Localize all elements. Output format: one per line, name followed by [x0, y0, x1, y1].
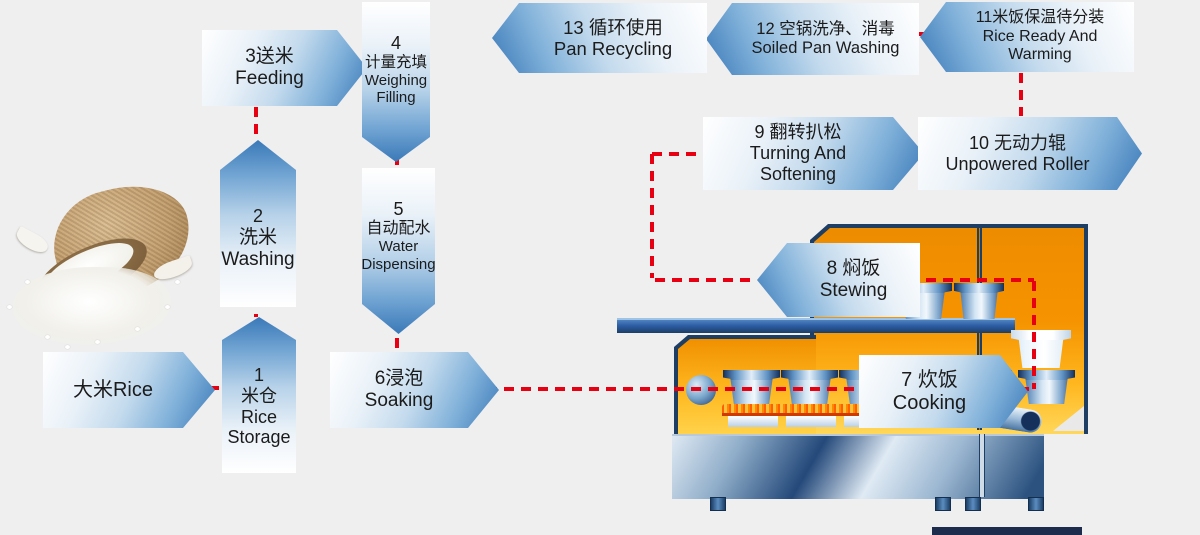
burner-flames	[722, 404, 861, 414]
rice-grain	[65, 345, 70, 349]
step-7-cooking: 7 炊饭 Cooking	[859, 355, 1028, 428]
pot-stand	[786, 416, 836, 427]
pot-stand	[728, 416, 778, 427]
sack-tie-left	[13, 225, 51, 257]
machine-foot	[710, 497, 726, 511]
machine-foot	[1028, 497, 1044, 511]
rice-bag-image	[5, 172, 202, 350]
step-3-feeding: 3送米 Feeding	[202, 30, 367, 106]
rice-grain	[95, 340, 100, 344]
rice-spill-pile	[13, 267, 171, 345]
connector-stewing-left	[655, 278, 753, 282]
step-2-washing: 2 洗米 Washing	[220, 140, 296, 307]
rice-grain	[165, 305, 170, 309]
step-8-stewing: 8 焖饭 Stewing	[757, 243, 920, 317]
machine-foot	[935, 497, 951, 511]
rice-source-label: 大米Rice	[43, 352, 215, 428]
step-9-turning-softening: 9 翻转扒松 Turning And Softening	[703, 117, 924, 190]
step-6-soaking: 6浸泡 Soaking	[330, 352, 499, 428]
rice-grain	[7, 305, 12, 309]
rice-grain	[135, 327, 140, 331]
connector-roller-warming	[1019, 73, 1023, 116]
connector-soaking-cooking	[470, 387, 858, 391]
burner-base	[722, 413, 861, 416]
rice-grain	[175, 280, 180, 284]
step-5-water-dispensing: 5 自动配水 Water Dispensing	[362, 168, 435, 334]
step-10-unpowered-roller: 10 无动力辊 Unpowered Roller	[918, 117, 1142, 190]
machine-body-seam	[979, 434, 985, 497]
step-4-weighing-filling: 4 计量充填 Weighing Filling	[362, 2, 430, 162]
rice-grain	[25, 280, 30, 284]
floor-bar	[932, 527, 1082, 535]
step-13-pan-recycling: 13 循环使用 Pan Recycling	[492, 3, 707, 73]
stewing-shelf	[617, 318, 1015, 333]
step-12-soiled-pan-washing: 12 空锅洗净、消毒 Soiled Pan Washing	[706, 3, 919, 75]
machine-foot	[965, 497, 981, 511]
connector-stewing-right	[892, 278, 1034, 282]
connector-turning-inlet	[652, 152, 702, 156]
connector-cooking-stewing-vertical	[1032, 281, 1036, 389]
step-11-rice-ready-warming: 11米饭保温待分装 Rice Ready And Warming	[920, 2, 1134, 72]
step-1-rice-storage: 1 米仓 Rice Storage	[222, 317, 296, 473]
rice-grain	[45, 335, 50, 339]
connector-stewing-turning-vertical	[650, 154, 654, 278]
connector-washing-feeding	[254, 107, 258, 140]
machine-body	[672, 434, 1044, 499]
